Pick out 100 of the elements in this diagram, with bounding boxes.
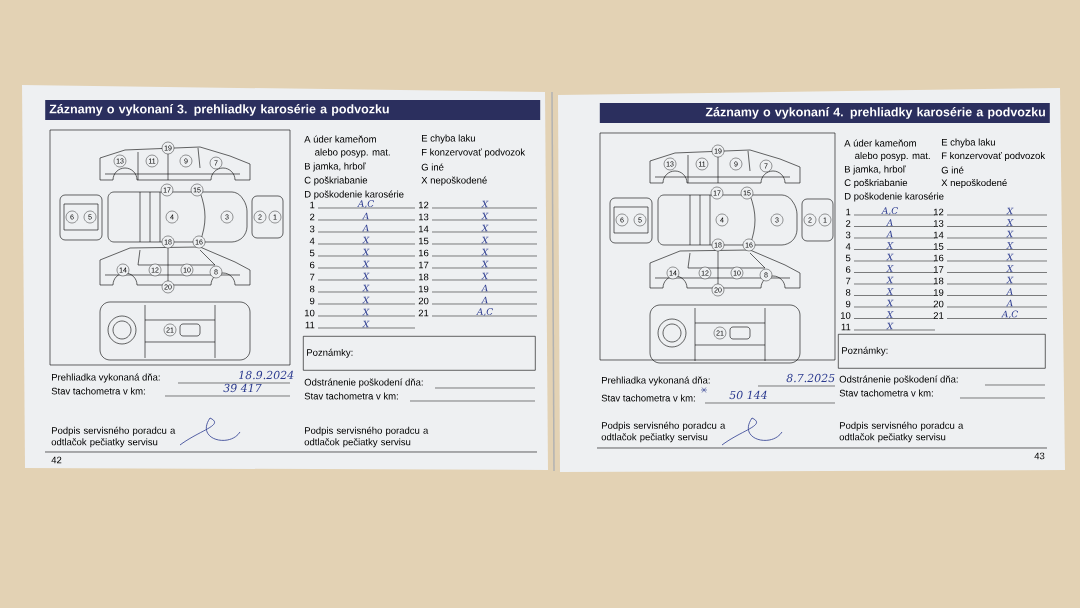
row-number: 4 bbox=[309, 237, 315, 245]
handwritten-entry: X bbox=[1006, 207, 1014, 215]
legend-text: A úder kameňom bbox=[304, 135, 376, 143]
handwritten-entry: A,C bbox=[357, 200, 374, 208]
handwritten-entry: X bbox=[1006, 242, 1014, 249]
handwritten-entry: A,C bbox=[1001, 310, 1018, 319]
row-number: 19 bbox=[418, 285, 429, 293]
row-number: 10 bbox=[304, 309, 315, 317]
handwritten-entry: 18.9.2024 bbox=[239, 370, 294, 380]
row-number: 17 bbox=[418, 261, 429, 269]
legend-text: F konzervovať podvozok bbox=[942, 152, 1046, 161]
form-label: Podpis servisného poradcu a odtlačok pečiatky servisu bbox=[601, 421, 726, 443]
row-number: 20 bbox=[418, 297, 429, 305]
legend-text: G iné bbox=[941, 166, 964, 174]
row-number: 6 bbox=[846, 266, 851, 273]
legend-text: C poškriabanie bbox=[304, 176, 368, 186]
row-number: 12 bbox=[933, 208, 944, 216]
handwritten-entry: X bbox=[362, 248, 370, 256]
legend-text: B jamka, hrboľ bbox=[305, 162, 366, 172]
form-label: Stav tachometra v km: bbox=[304, 392, 398, 400]
handwritten-entry: A bbox=[481, 284, 488, 292]
handwritten-entry: X bbox=[481, 200, 489, 208]
legend-text: X nepoškodené bbox=[421, 176, 487, 186]
form-label: Podpis servisného poradcu a odtlačok pečiatky servisu bbox=[839, 421, 964, 443]
row-number: 18 bbox=[418, 273, 429, 281]
handwritten-entry: 8.7.2025 bbox=[786, 373, 835, 383]
legend-text: B jamka, hrboľ bbox=[845, 165, 906, 175]
form-label: Prehliadka vykonaná dňa: bbox=[52, 373, 160, 383]
row-number: 13 bbox=[418, 213, 429, 221]
handwritten-entry: X bbox=[886, 253, 894, 261]
form-label: Stav tachometra v km: bbox=[839, 389, 933, 397]
row-number: 17 bbox=[933, 266, 944, 273]
row-number: 8 bbox=[309, 285, 315, 293]
row-number: 20 bbox=[933, 300, 944, 308]
legend-text: G iné bbox=[421, 163, 444, 171]
row-number: 1 bbox=[846, 208, 851, 216]
form-label: Stav tachometra v km: bbox=[51, 387, 145, 395]
row-number: 19 bbox=[933, 289, 944, 296]
handwritten-entry: X bbox=[481, 212, 489, 220]
legend-text: E chyba laku bbox=[422, 134, 475, 144]
form-label: Prehliadka vykonaná dňa: bbox=[602, 376, 710, 386]
row-number: 9 bbox=[309, 297, 315, 305]
row-number: 13 bbox=[933, 220, 944, 227]
handwritten-entry: A bbox=[1006, 299, 1013, 307]
handwritten-entry: X bbox=[1006, 276, 1014, 284]
legend-text: X nepoškodené bbox=[941, 179, 1007, 188]
row-number: 6 bbox=[310, 261, 315, 269]
row-number: 2 bbox=[310, 213, 315, 221]
row-number: 10 bbox=[840, 312, 851, 319]
handwritten-entry: A bbox=[886, 219, 893, 226]
handwritten-entry: X bbox=[362, 320, 370, 328]
row-number: 7 bbox=[310, 273, 315, 281]
handwritten-entry: X bbox=[481, 236, 489, 244]
row-number: 12 bbox=[418, 201, 429, 209]
handwritten-entry: X bbox=[886, 299, 894, 307]
handwritten-entry: 39 417 bbox=[223, 383, 262, 393]
handwritten-entry: X bbox=[362, 296, 370, 304]
handwritten-entry: X bbox=[362, 236, 370, 244]
row-number: 3 bbox=[309, 225, 315, 233]
form-label: Podpis servisného poradcu a odtlačok pečiatky servisu bbox=[51, 426, 176, 448]
handwritten-entry: A bbox=[481, 296, 488, 304]
handwritten-entry: X bbox=[886, 242, 894, 249]
row-number: 18 bbox=[933, 277, 944, 285]
row-number: 4 bbox=[845, 243, 851, 250]
notes-box: Poznámky: bbox=[838, 334, 1046, 369]
handwritten-entry: A bbox=[886, 230, 893, 238]
handwritten-entry: X bbox=[481, 224, 489, 232]
handwritten-entry: A,C bbox=[881, 207, 898, 215]
row-number: 14 bbox=[933, 231, 944, 239]
row-number: 8 bbox=[845, 289, 851, 296]
handwritten-entry: X bbox=[481, 260, 489, 268]
row-number: 5 bbox=[845, 254, 851, 262]
row-number: 5 bbox=[309, 249, 315, 257]
handwritten-entry: X bbox=[362, 272, 370, 280]
legend-text: alebo posyp. mat. bbox=[315, 148, 390, 158]
row-number: 14 bbox=[418, 225, 429, 233]
handwritten-entry: X bbox=[1006, 253, 1014, 261]
row-number: 9 bbox=[845, 300, 851, 308]
header-band: Záznamy o vykonaní 4. prehliadky karosérie a podvozku bbox=[599, 103, 1050, 123]
form-label: Podpis servisného poradcu a odtlačok pečiatky servisu bbox=[304, 426, 429, 448]
legend-text: C poškriabanie bbox=[844, 179, 908, 188]
handwritten-entry: X bbox=[886, 276, 894, 284]
handwritten-entry: X bbox=[362, 260, 370, 268]
handwritten-entry: A bbox=[1006, 288, 1013, 295]
handwritten-entry: 50 144 bbox=[729, 390, 767, 400]
handwritten-entry: X bbox=[1006, 219, 1014, 226]
legend-text: E chyba laku bbox=[942, 138, 995, 148]
handwritten-entry: X bbox=[362, 284, 370, 292]
row-number: 15 bbox=[933, 243, 944, 250]
row-number: 16 bbox=[418, 249, 429, 257]
row-number: 16 bbox=[933, 254, 944, 262]
page-number: 43 bbox=[1034, 452, 1045, 460]
legend-text: alebo posyp. mat. bbox=[855, 152, 930, 161]
handwritten-entry: X bbox=[481, 248, 489, 256]
handwritten-entry: X bbox=[886, 288, 894, 295]
form-label: Stav tachometra v km: bbox=[601, 394, 695, 402]
handwritten-entry: X bbox=[481, 272, 489, 280]
legend-text: D poškodenie karosérie bbox=[845, 192, 944, 202]
handwritten-entry: X bbox=[1006, 265, 1014, 272]
legend-text: D poškodenie karosérie bbox=[305, 190, 404, 200]
